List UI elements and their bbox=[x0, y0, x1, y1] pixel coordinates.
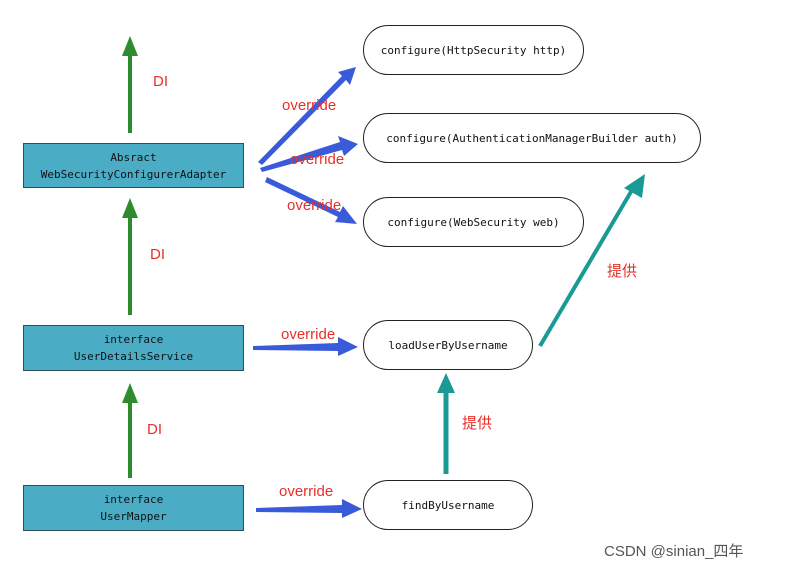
method-configure-authenticationmanagerbuilder: configure(AuthenticationManagerBuilder a… bbox=[363, 113, 701, 163]
watermark: CSDN @sinian_四年 bbox=[604, 543, 744, 560]
class-box-line1: interface bbox=[103, 333, 164, 346]
label-override-1: override bbox=[282, 97, 337, 114]
override-arrow-5 bbox=[256, 499, 362, 518]
label-di-2: DI bbox=[150, 246, 165, 263]
label-provide-2: 提供 bbox=[462, 415, 493, 432]
class-box-websecurityconfigureradapter: Absract WebSecurityConfigurerAdapter bbox=[23, 143, 244, 188]
di-arrow-2 bbox=[122, 198, 138, 315]
label-override-5: override bbox=[279, 483, 334, 500]
label-di-1: DI bbox=[153, 73, 168, 90]
label-override-4: override bbox=[281, 326, 336, 343]
override-arrow-1 bbox=[258, 67, 356, 165]
class-box-line2: UserDetailsService bbox=[73, 350, 194, 363]
class-box-line2: UserMapper bbox=[100, 510, 167, 523]
class-box-userdetailsservice: interface UserDetailsService bbox=[23, 325, 244, 371]
method-findbyusername: findByUsername bbox=[363, 480, 533, 530]
method-configure-httpsecurity: configure(HttpSecurity http) bbox=[363, 25, 584, 75]
class-box-line1: Absract bbox=[110, 150, 157, 164]
override-arrow-3 bbox=[265, 177, 357, 224]
method-loaduserbyusername: loadUserByUsername bbox=[363, 320, 533, 370]
di-arrow-3 bbox=[122, 383, 138, 478]
label-di-3: DI bbox=[147, 421, 162, 438]
provide-arrow-2 bbox=[437, 373, 455, 474]
method-configure-websecurity: configure(WebSecurity web) bbox=[363, 197, 584, 247]
provide-arrow-1 bbox=[538, 174, 645, 348]
class-box-usermapper: interface UserMapper bbox=[23, 485, 244, 531]
class-box-line2: WebSecurityConfigurerAdapter bbox=[40, 167, 227, 181]
override-arrow-4 bbox=[253, 337, 358, 356]
label-provide-1: 提供 bbox=[607, 263, 638, 280]
label-override-2: override bbox=[290, 151, 345, 168]
di-arrow-1 bbox=[122, 36, 138, 133]
override-arrow-2 bbox=[260, 136, 358, 172]
class-box-line1: interface bbox=[103, 493, 164, 506]
label-override-3: override bbox=[287, 197, 342, 214]
